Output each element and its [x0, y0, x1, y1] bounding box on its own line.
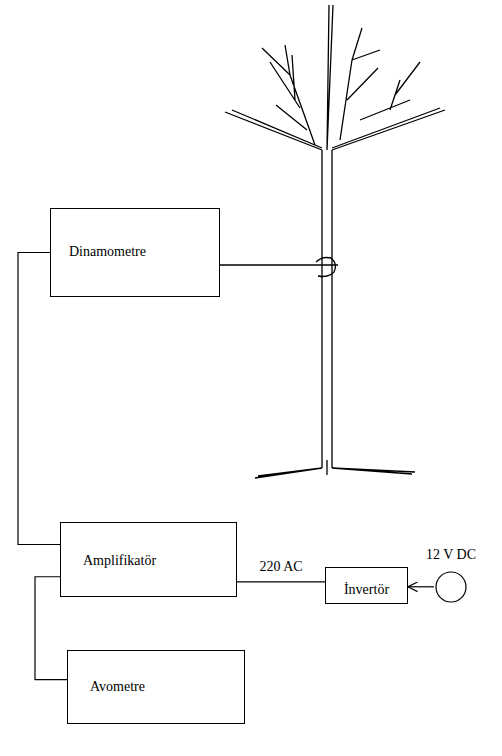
node-label: Amplifikatör [83, 553, 156, 570]
source-circle-outline [436, 572, 466, 602]
amplifier-box: Amplifikatör [60, 522, 237, 597]
node-label: Avometre [90, 679, 145, 696]
power-source: 12 V DC [408, 547, 494, 612]
meter-box: Avometre [67, 650, 245, 724]
node-label: İnvertör [344, 582, 389, 599]
sensor-wire [220, 258, 338, 277]
tree-crown [225, 5, 445, 150]
tree-roots [255, 460, 415, 478]
edge-label: 220 AC [257, 559, 304, 576]
tree-trunk [322, 150, 332, 468]
source-circle [434, 570, 468, 604]
instrument-box: Dinamometre [50, 208, 220, 297]
node-label: Dinamometre [69, 244, 146, 261]
node-label: 12 V DC [426, 547, 476, 564]
inverter-box: İnvertör [325, 567, 408, 604]
wire-connector [237, 581, 325, 582]
wire-connector [408, 586, 434, 587]
